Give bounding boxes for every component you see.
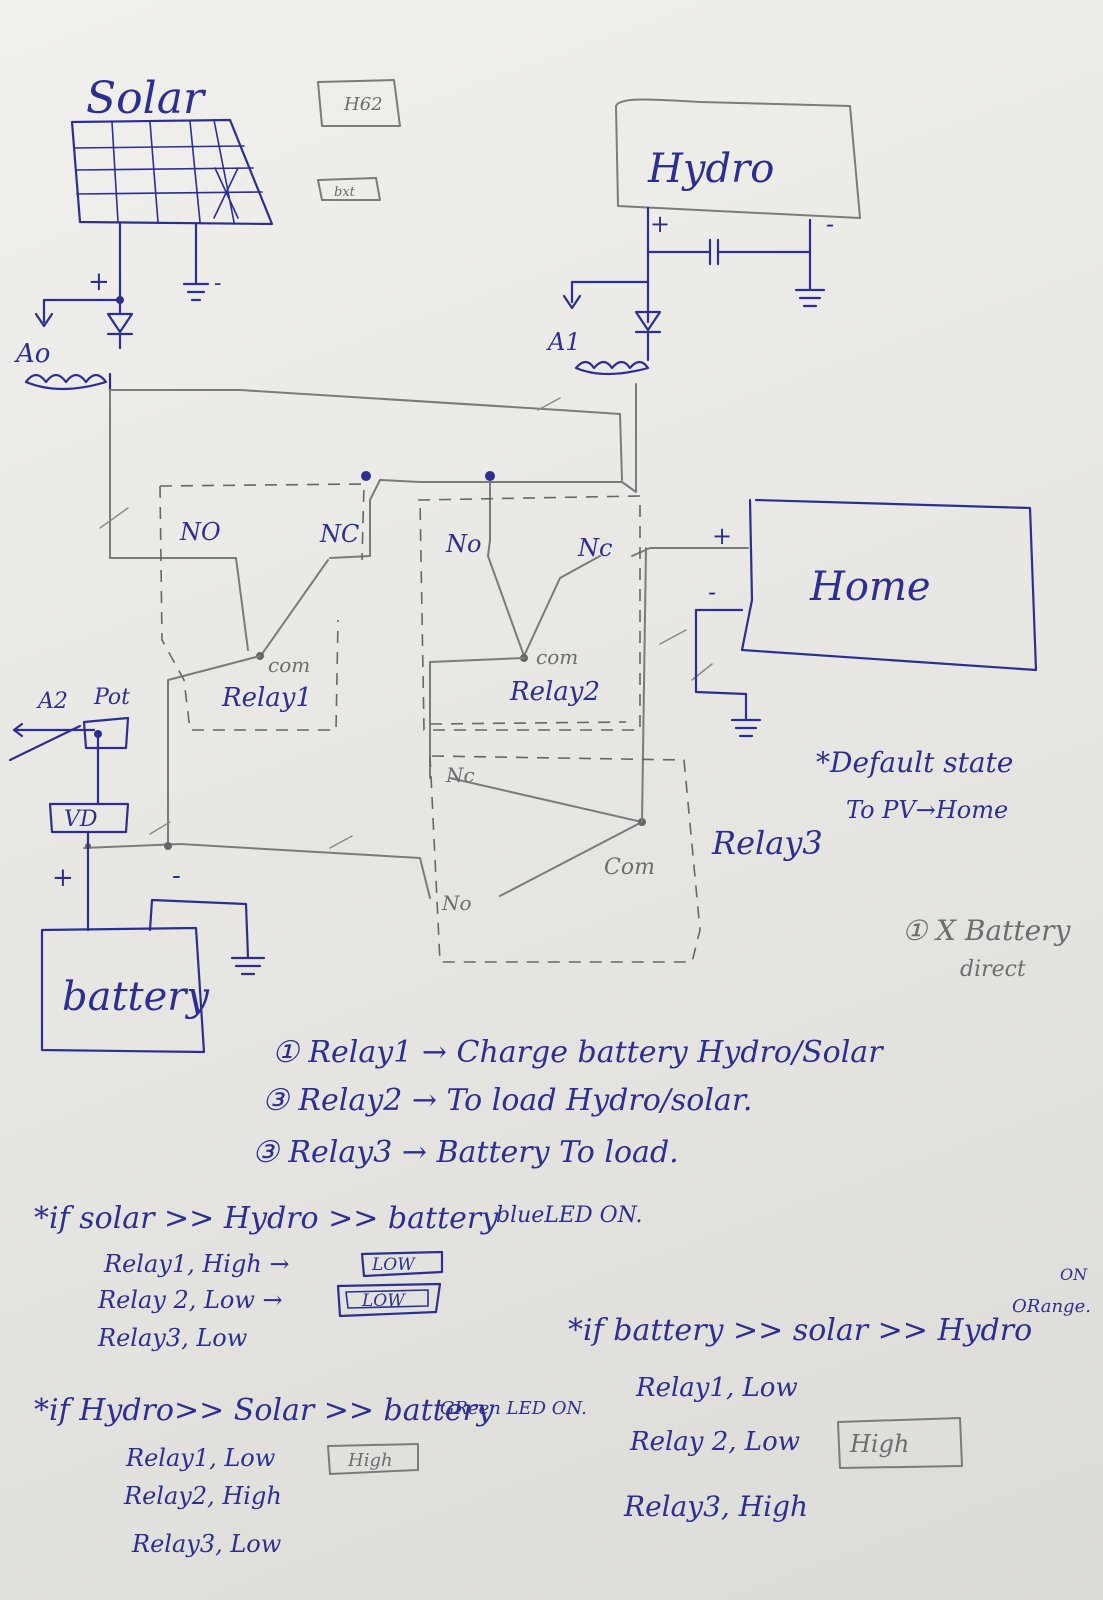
relay1-no-label: NO bbox=[179, 518, 221, 546]
caseC-title: *if battery >> solar >> Hydro bbox=[568, 1313, 1032, 1348]
home-load: Home + - bbox=[694, 498, 1038, 738]
caseA-relay2: Relay 2, Low → bbox=[97, 1286, 283, 1314]
caseC-relay2: Relay 2, Low bbox=[629, 1427, 800, 1457]
relay-1: NO NC com Relay1 bbox=[159, 483, 365, 731]
home-plus: + bbox=[712, 522, 732, 550]
home-label: Home bbox=[809, 564, 931, 610]
relay-2: No Nc com Relay2 bbox=[417, 495, 641, 731]
pot-label: Pot bbox=[93, 685, 130, 710]
default-state-line1: *Default state bbox=[816, 746, 1013, 779]
caseB-title: *if Hydro>> Solar >> battery bbox=[34, 1393, 495, 1428]
caseC-led: ORange. bbox=[1012, 1296, 1091, 1317]
a1-label: A1 bbox=[546, 328, 581, 356]
case-solar-dominant: *if solar >> Hydro >> battery blueLED ON… bbox=[34, 1201, 642, 1352]
note-boxes: H62 bxt bbox=[317, 79, 401, 201]
relay2-no-label: No bbox=[445, 530, 481, 558]
battery-direct-note-1: ① X Battery bbox=[902, 914, 1072, 947]
case-battery-dominant: *if battery >> solar >> Hydro ON ORange.… bbox=[568, 1265, 1091, 1523]
solar-panel: Solar - + Ao bbox=[14, 73, 274, 392]
battery-direct-note-2: direct bbox=[960, 957, 1026, 982]
relay3-com-label: Com bbox=[604, 855, 655, 880]
caseA-relay1-box: LOW bbox=[371, 1255, 416, 1275]
caseA-led: blueLED ON. bbox=[496, 1203, 642, 1228]
relay1-title: Relay1 bbox=[221, 683, 312, 713]
hydro-source: Hydro + - A1 bbox=[546, 98, 861, 376]
hydro-label: Hydro bbox=[647, 146, 774, 192]
caseC-relay1: Relay1, Low bbox=[635, 1373, 798, 1403]
a0-label: Ao bbox=[14, 339, 50, 369]
note-relay1: ① Relay1 → Charge battery Hydro/Solar bbox=[272, 1035, 884, 1070]
battery-label: battery bbox=[62, 974, 210, 1020]
note-relay2: ③ Relay2 → To load Hydro/solar. bbox=[262, 1083, 752, 1118]
relay1-com-label: com bbox=[268, 653, 310, 677]
relay2-com-label: com bbox=[536, 645, 578, 669]
caseA-relay3: Relay3, Low bbox=[97, 1324, 248, 1352]
relay2-title: Relay2 bbox=[509, 677, 600, 707]
battery-section: A2 Pot VD + - battery bbox=[8, 685, 266, 1054]
relay-3: Nc No Com Relay3 bbox=[429, 755, 823, 963]
wiring bbox=[83, 383, 749, 899]
notes-relay-functions: ① Relay1 → Charge battery Hydro/Solar ③ … bbox=[252, 1035, 884, 1170]
relay3-title: Relay3 bbox=[711, 824, 823, 862]
default-state-line2: To PV→Home bbox=[846, 796, 1008, 824]
relay3-nc-label: Nc bbox=[445, 763, 475, 787]
note-relay3: ③ Relay3 → Battery To load. bbox=[252, 1135, 679, 1170]
solar-label: Solar bbox=[86, 73, 207, 124]
battery-plus: + bbox=[52, 863, 74, 893]
hydro-minus: - bbox=[826, 210, 834, 238]
a2-label: A2 bbox=[36, 689, 68, 714]
relay3-no-label: No bbox=[441, 891, 472, 915]
hydro-plus: + bbox=[650, 210, 670, 238]
home-minus: - bbox=[708, 578, 716, 606]
caseB-led: GReen LED ON. bbox=[440, 1398, 587, 1419]
caseC-relay3: Relay3, High bbox=[623, 1490, 808, 1523]
relay2-nc-label: Nc bbox=[577, 534, 612, 562]
solar-plus: + bbox=[88, 267, 110, 297]
caseC-led-top: ON bbox=[1060, 1265, 1088, 1284]
caseB-relay1: Relay1, Low bbox=[125, 1444, 276, 1472]
caseA-relay2-box: LOW bbox=[361, 1291, 406, 1311]
box2-label: bxt bbox=[334, 185, 356, 200]
caseB-relay1-box: High bbox=[347, 1450, 393, 1471]
default-state-note: *Default state To PV→Home ① X Battery di… bbox=[816, 746, 1072, 982]
caseC-relay2-box: High bbox=[849, 1430, 909, 1458]
vd-label: VD bbox=[64, 807, 98, 832]
caseA-title: *if solar >> Hydro >> battery bbox=[34, 1201, 499, 1236]
battery-minus: - bbox=[172, 861, 181, 891]
h62-label: H62 bbox=[343, 94, 383, 115]
caseB-relay2: Relay2, High bbox=[123, 1482, 282, 1510]
solar-minus: - bbox=[214, 271, 221, 296]
caseB-relay3: Relay3, Low bbox=[131, 1530, 282, 1558]
relay1-nc-label: NC bbox=[319, 520, 359, 548]
caseA-relay1: Relay1, High → bbox=[103, 1250, 290, 1278]
case-hydro-dominant: *if Hydro>> Solar >> battery GReen LED O… bbox=[34, 1393, 587, 1558]
